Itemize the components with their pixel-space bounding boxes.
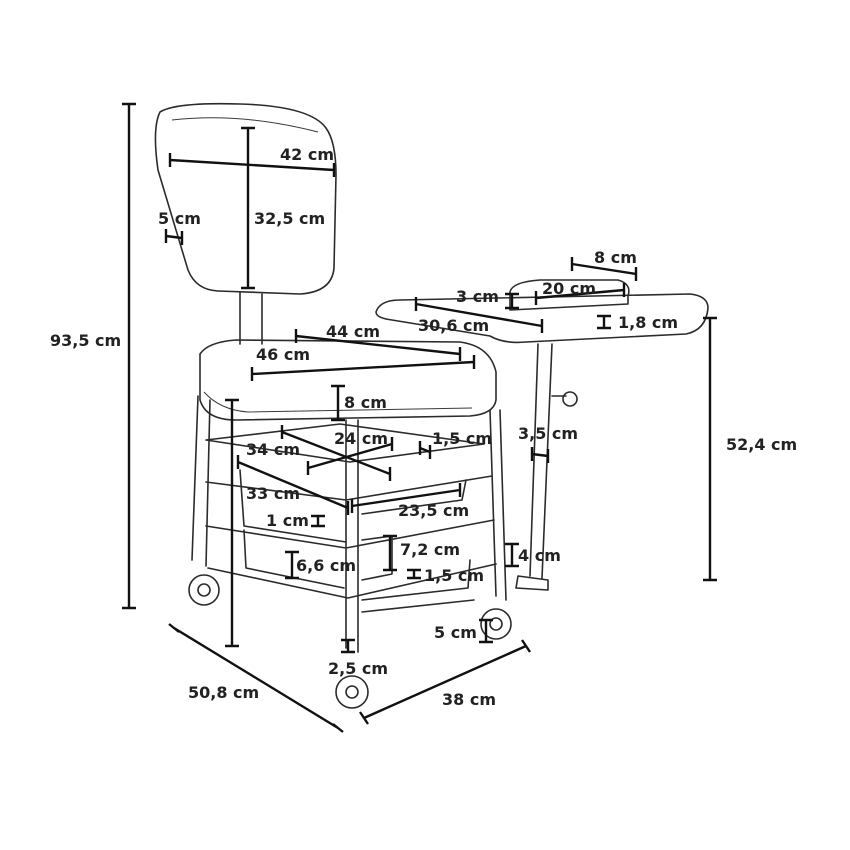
seat-thickness-label: 8 cm xyxy=(344,393,387,412)
dimension-labels: 93,5 cm 42 cm 32,5 cm 5 cm 44 cm 46 cm 8… xyxy=(50,145,797,709)
back-width-label: 42 cm xyxy=(280,145,334,164)
wheel-label: 5 cm xyxy=(434,623,477,642)
back-height-label: 32,5 cm xyxy=(254,209,325,228)
tray-height-label: 52,4 cm xyxy=(726,435,797,454)
drawer-length-label: 33 cm xyxy=(246,484,300,503)
total-height-label: 93,5 cm xyxy=(50,331,121,350)
tray-width-label: 30,6 cm xyxy=(418,316,489,335)
drawer-rim-label: 1,5 cm xyxy=(432,429,492,448)
drawer-lip-label: 1 cm xyxy=(266,511,309,530)
drawer-height-label: 7,2 cm xyxy=(400,540,460,559)
tray-thickness-label: 1,8 cm xyxy=(618,313,678,332)
drawer-depth-label: 34 cm xyxy=(246,440,300,459)
backrest xyxy=(154,102,337,345)
drawer-inner-label: 24 cm xyxy=(334,429,388,448)
pad-height-label: 3 cm xyxy=(456,287,499,306)
seat-width-label: 46 cm xyxy=(256,345,310,364)
frame-bar-label: 1,5 cm xyxy=(424,566,484,585)
base-width-label: 38 cm xyxy=(442,690,496,709)
leg-width-label: 2,5 cm xyxy=(328,659,388,678)
pad-width-label: 20 cm xyxy=(542,279,596,298)
caster-wheels xyxy=(188,574,512,709)
dimension-lines xyxy=(122,102,717,733)
lower-drawer-height-label: 6,6 cm xyxy=(296,556,356,575)
seat-depth-label: 44 cm xyxy=(326,322,380,341)
tray-depth-label: 8 cm xyxy=(594,248,637,267)
seat-cushion xyxy=(199,339,497,421)
pole-label: 3,5 cm xyxy=(518,424,578,443)
base-depth-label: 50,8 cm xyxy=(188,683,259,702)
back-thickness-label: 5 cm xyxy=(158,209,201,228)
drawer-width-label: 23,5 cm xyxy=(398,501,469,520)
clamp-label: 4 cm xyxy=(518,546,561,565)
